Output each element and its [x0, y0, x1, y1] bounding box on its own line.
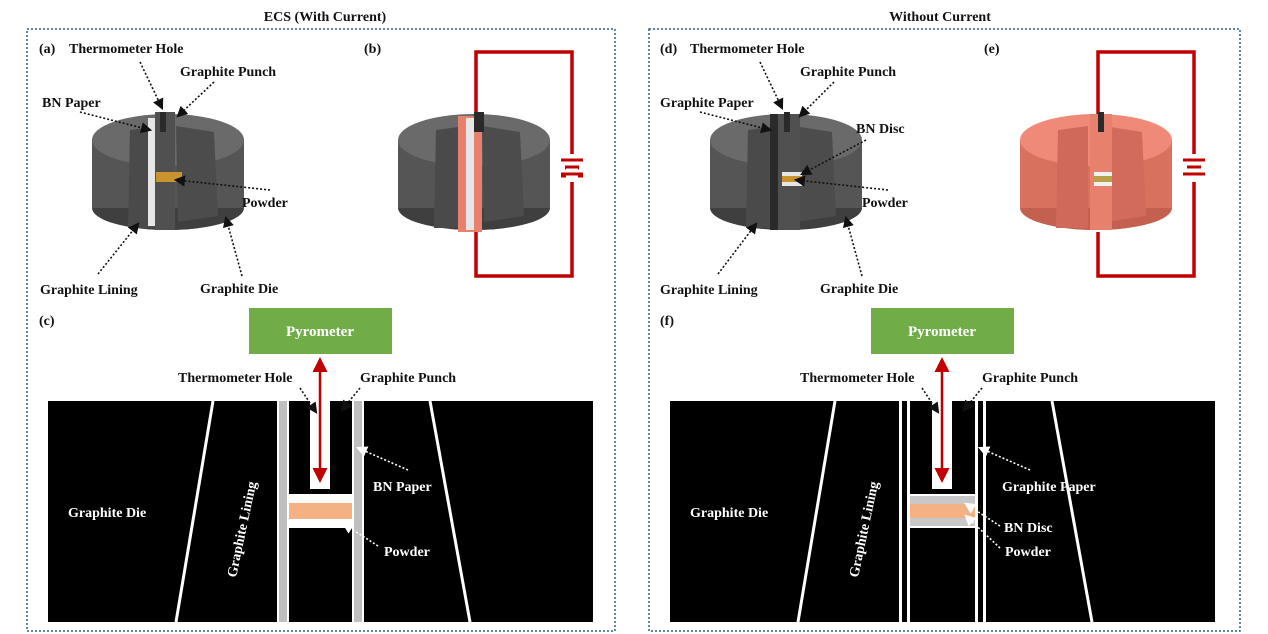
label-b: (b): [364, 42, 381, 57]
pyrometer-box-f: [871, 308, 1014, 354]
leader-lines-a: [79, 61, 271, 277]
label-f-graphite-punch: Graphite Punch: [982, 371, 1078, 386]
die-3d-heated-b: [398, 50, 583, 278]
leader-lines-f-dark: [921, 387, 983, 414]
label-d-thermometer-hole: Thermometer Hole: [690, 42, 804, 57]
label-f: (f): [660, 314, 674, 329]
label-a-graphite-lining: Graphite Lining: [40, 283, 138, 298]
right-panel-border: [648, 28, 1241, 632]
label-a-powder: Powder: [242, 196, 288, 211]
pyrometer-label-c: Pyrometer: [286, 324, 354, 340]
label-c-graphite-punch: Graphite Punch: [360, 371, 456, 386]
label-c-thermometer-hole: Thermometer Hole: [178, 371, 292, 386]
label-d-graphite-die: Graphite Die: [820, 282, 898, 297]
label-f-graphite-die: Graphite Die: [690, 506, 768, 521]
label-a-graphite-die: Graphite Die: [200, 282, 278, 297]
left-header: ECS (With Current): [264, 10, 387, 25]
label-d-graphite-paper: Graphite Paper: [660, 96, 754, 111]
pyrometer-label-f: Pyrometer: [908, 324, 976, 340]
label-a-thermometer-hole: Thermometer Hole: [69, 42, 183, 57]
label-d-bn-disc: BN Disc: [856, 122, 905, 137]
die-3d-heated-e: [1020, 50, 1205, 278]
pyrometer-box-c: [249, 308, 392, 354]
label-f-thermometer-hole: Thermometer Hole: [800, 371, 914, 386]
label-f-bn-disc: BN Disc: [1004, 521, 1053, 536]
label-f-graphite-paper: Graphite Paper: [1002, 480, 1096, 495]
left-panel-border: [26, 28, 616, 632]
label-c: (c): [39, 314, 55, 329]
die-3d-cutaway-d: [710, 112, 862, 230]
die-3d-cutaway-a: [92, 112, 244, 230]
leader-lines-c-light: [342, 446, 409, 547]
leader-lines-c-dark: [299, 387, 361, 414]
label-a-bn-paper: BN Paper: [42, 96, 101, 111]
label-c-powder: Powder: [384, 545, 430, 560]
leader-lines-f-light: [964, 446, 1031, 549]
right-header: Without Current: [889, 10, 991, 25]
label-a: (a): [39, 42, 56, 57]
leader-lines-d: [699, 61, 889, 277]
label-d: (d): [660, 42, 677, 57]
label-a-graphite-punch: Graphite Punch: [180, 65, 276, 80]
label-d-powder: Powder: [862, 196, 908, 211]
label-c-bn-paper: BN Paper: [373, 480, 432, 495]
label-d-graphite-punch: Graphite Punch: [800, 65, 896, 80]
label-d-graphite-lining: Graphite Lining: [660, 283, 758, 298]
label-c-graphite-die: Graphite Die: [68, 506, 146, 521]
label-f-powder: Powder: [1005, 545, 1051, 560]
label-e: (e): [984, 42, 1000, 57]
